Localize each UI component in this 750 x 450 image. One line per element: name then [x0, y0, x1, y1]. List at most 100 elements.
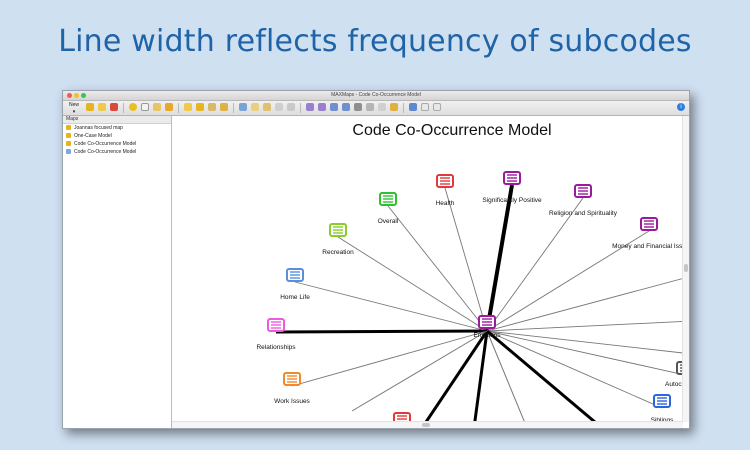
toolbar-separator [233, 103, 234, 113]
sidebar-item-one-case-model[interactable]: One-Case Model [63, 132, 171, 140]
open-map-icon[interactable] [86, 103, 94, 111]
model-tool-icon[interactable] [239, 103, 247, 111]
map-icon [66, 141, 71, 146]
code-icon-money-and-financial-issu[interactable] [640, 217, 658, 231]
code-icon-emotions[interactable] [478, 315, 496, 329]
add-document-icon[interactable] [153, 103, 161, 111]
sidebar-item-label: Code Co-Occurrence Model [74, 141, 137, 147]
window-title: MAXMaps - Code Co-Occurrence Model [331, 92, 421, 98]
code-label-recreation: Recreation [322, 249, 354, 256]
undo-icon[interactable] [287, 103, 295, 111]
edge-relationships [275, 329, 488, 334]
info-icon[interactable]: i [677, 103, 685, 111]
scroll-thumb[interactable] [422, 423, 430, 427]
toolbar-separator [300, 103, 301, 113]
code-label-relationships: Relationships [256, 344, 296, 351]
toolbar-separator [123, 103, 124, 113]
code-label-health: Health [436, 200, 455, 207]
map-edges [275, 184, 683, 428]
zoom-window-button[interactable] [81, 93, 86, 98]
code-icon-relationships[interactable] [267, 318, 285, 332]
map-canvas[interactable]: Code Co-Occurrence Model Health Significa… [172, 116, 683, 428]
code-icon-religion-and-spirituality[interactable] [574, 184, 592, 198]
link-tool-icon[interactable] [184, 103, 192, 111]
edge-work-issues [291, 330, 488, 387]
code-label-autoc: Autoc [665, 381, 682, 388]
toolbar: New▾ i [63, 101, 689, 116]
horizontal-scrollbar[interactable] [172, 421, 683, 428]
layers-icon[interactable] [390, 103, 398, 111]
sidebar-item-code-co-occurrence-model[interactable]: Code Co-Occurrence Model [63, 140, 171, 148]
headline: Line width reflects frequency of subcode… [58, 24, 692, 59]
code-label-money-and-financial-issu: Money and Financial Issu [612, 243, 683, 250]
code-label-home-life: Home Life [280, 294, 310, 301]
map-title: Code Co-Occurrence Model [352, 122, 551, 139]
edge-health [444, 187, 488, 332]
code-label-significantly-positive: Significantly Positive [482, 197, 542, 204]
edge-offscreen-3 [486, 330, 683, 354]
fit-view-icon[interactable] [330, 103, 338, 111]
edge-siblings [486, 330, 663, 409]
report-icon[interactable] [433, 103, 441, 111]
sidebar-header: Maps [63, 116, 171, 124]
edge-recreation [337, 236, 488, 332]
toolbar-separator [403, 103, 404, 113]
code-icon-home-life[interactable] [286, 268, 304, 282]
sidebar-item-joannas-focused-map[interactable]: Joannas focused map [63, 124, 171, 132]
minimize-window-button[interactable] [74, 93, 79, 98]
code-icon-work-issues[interactable] [283, 372, 301, 386]
sidebar-item-label: Code Co-Occurrence Model [74, 149, 137, 155]
edge-home-life [294, 281, 488, 332]
add-code-icon[interactable] [129, 103, 137, 111]
page-icon[interactable] [378, 103, 386, 111]
edge-offscreen-2 [486, 320, 683, 332]
edge-religion-and-spirituality [486, 197, 584, 332]
code-icon-significantly-positive[interactable] [503, 171, 521, 185]
code-icon-overall[interactable] [379, 192, 397, 206]
blank-page-icon[interactable] [421, 103, 429, 111]
label-tool-icon[interactable] [208, 103, 216, 111]
map-icon [66, 125, 71, 130]
zoom-in-icon[interactable] [306, 103, 314, 111]
zoom-out-icon[interactable] [318, 103, 326, 111]
chevron-down-icon: ▾ [72, 109, 76, 115]
copy-icon[interactable] [251, 103, 259, 111]
settings-icon[interactable] [110, 103, 118, 111]
sidebar-item-code-co-occurrence-model-2[interactable]: Code Co-Occurrence Model [63, 148, 171, 156]
sidebar-item-label: Joannas focused map [74, 125, 123, 131]
close-window-button[interactable] [67, 93, 72, 98]
code-icon-health[interactable] [436, 174, 454, 188]
edge-overall [387, 205, 488, 332]
add-memo-icon[interactable] [165, 103, 173, 111]
maps-sidebar: Maps Joannas focused map One-Case Model … [63, 116, 172, 428]
view-icon[interactable] [409, 103, 417, 111]
code-label-siblings: Siblings [651, 417, 675, 424]
edge-offscreen-5 [472, 330, 489, 428]
new-button[interactable]: New▾ [66, 102, 82, 115]
sidebar-item-label: One-Case Model [74, 133, 112, 139]
layout-tool-icon[interactable] [196, 103, 204, 111]
vertical-scrollbar[interactable] [682, 116, 689, 422]
edge-offscreen-4 [420, 330, 489, 428]
app-window: MAXMaps - Code Co-Occurrence Model New▾ [62, 90, 690, 429]
edge-money-and-financial-issu [486, 230, 650, 332]
code-icon-recreation[interactable] [329, 223, 347, 237]
edge-offscreen-7 [486, 329, 603, 428]
paste-icon[interactable] [263, 103, 271, 111]
edge-offscreen-6 [486, 330, 528, 428]
print-icon[interactable] [366, 103, 374, 111]
text-tool-icon[interactable] [141, 103, 149, 111]
code-icon-autoc[interactable] [676, 361, 683, 375]
code-label-work-issues: Work Issues [274, 398, 310, 405]
scroll-thumb[interactable] [684, 264, 688, 272]
image-tool-icon[interactable] [220, 103, 228, 111]
save-map-icon[interactable] [98, 103, 106, 111]
code-icon-siblings[interactable] [653, 394, 671, 408]
export-icon[interactable] [354, 103, 362, 111]
delete-icon[interactable] [275, 103, 283, 111]
title-bar: MAXMaps - Code Co-Occurrence Model [63, 91, 689, 101]
code-label-religion-and-spirituality: Religion and Spirituality [549, 210, 618, 217]
grid-icon[interactable] [342, 103, 350, 111]
code-label-overall: Overall [378, 218, 399, 225]
